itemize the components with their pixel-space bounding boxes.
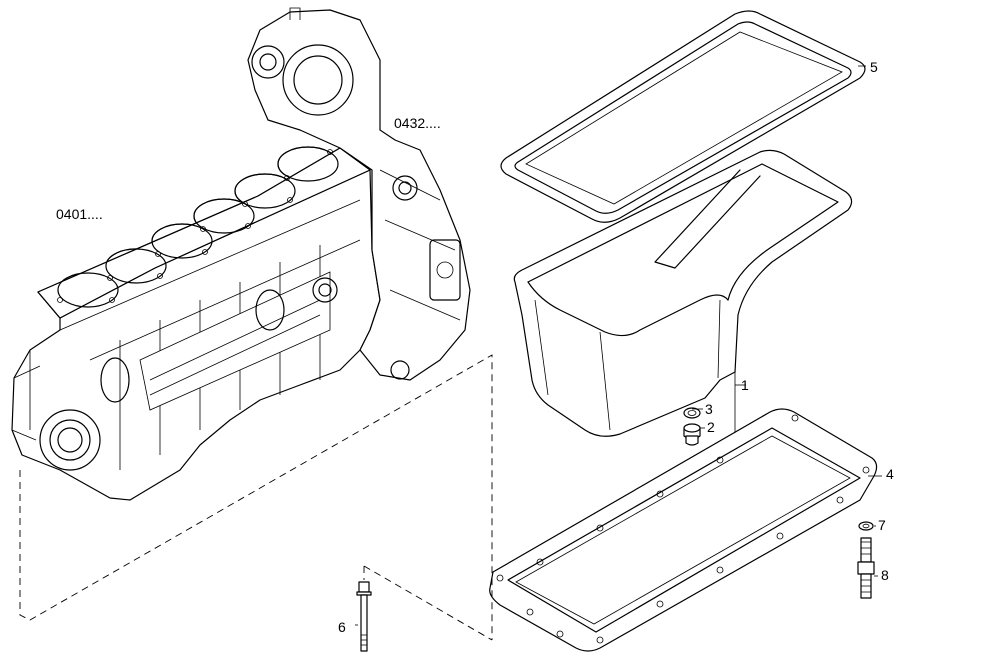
rear-housing	[247, 7, 471, 381]
oil-sump	[513, 149, 853, 440]
sump-gasket-frame	[489, 408, 878, 652]
callout-block-ref: 0401....	[56, 206, 103, 222]
callout-housing-ref: 0432....	[394, 115, 441, 131]
stud	[857, 537, 875, 599]
callout-bolt: 6	[338, 619, 346, 635]
callout-sump-gasket-frame: 4	[886, 466, 894, 482]
engine-block	[11, 146, 381, 501]
upper-gasket	[500, 10, 866, 223]
stud-washer	[858, 521, 874, 531]
callout-stud: 8	[881, 567, 889, 583]
callout-oil-sump: 1	[741, 377, 749, 393]
leader-lines	[355, 65, 882, 626]
callout-stud-washer: 7	[878, 517, 886, 533]
callout-drain-washer: 3	[705, 401, 713, 417]
drain-plug	[683, 423, 701, 446]
front-seal-housing	[39, 409, 101, 471]
bolt	[356, 581, 372, 652]
callout-upper-gasket: 5	[870, 59, 878, 75]
callout-drain-plug: 2	[707, 419, 715, 435]
assembly-lines	[19, 354, 493, 641]
drain-washer	[683, 407, 701, 419]
